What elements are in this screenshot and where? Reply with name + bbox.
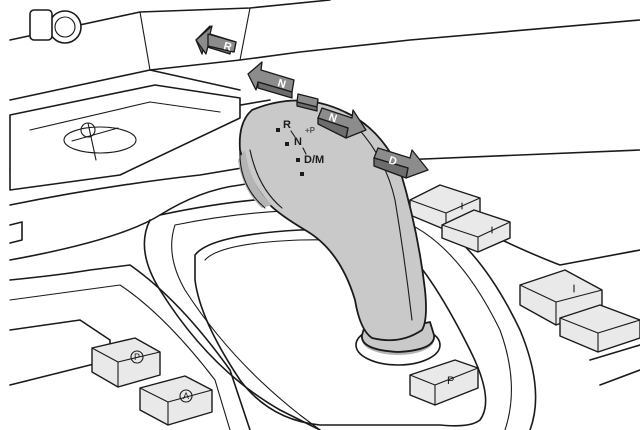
arrow-reverse: R bbox=[195, 25, 237, 55]
right-console-controls bbox=[399, 149, 640, 386]
left-console-controls: P A bbox=[9, 221, 251, 430]
arrow-reverse-label: R bbox=[222, 40, 233, 54]
rotary-knob[interactable] bbox=[48, 10, 82, 44]
gear-position-markings: R N +P D/M bbox=[276, 119, 324, 176]
park-button[interactable]: P bbox=[409, 359, 479, 406]
svg-text:P: P bbox=[134, 352, 140, 362]
gear-park-hint-label: +P bbox=[305, 126, 316, 135]
arrow-neutral-down-label: N bbox=[327, 111, 338, 125]
svg-text:A: A bbox=[183, 391, 189, 401]
arrow-center-marker bbox=[296, 93, 319, 112]
right-button-2[interactable] bbox=[441, 209, 511, 253]
arrow-drive: D bbox=[373, 147, 429, 179]
wireless-charging-pad bbox=[9, 84, 241, 191]
wireless-charging-icon bbox=[63, 122, 137, 161]
auto-hold-button[interactable]: A bbox=[139, 375, 213, 426]
arrow-neutral-up: N bbox=[247, 61, 295, 99]
shift-direction-arrows: R N N D bbox=[195, 25, 429, 179]
auto-hold-icon: A bbox=[179, 389, 193, 403]
arrow-drive-label: D bbox=[387, 154, 398, 168]
arrow-neutral-down: N bbox=[317, 107, 367, 139]
arrow-neutral-up-label: N bbox=[276, 77, 287, 91]
gear-neutral-label: N bbox=[294, 136, 302, 148]
park-button-label: P bbox=[447, 375, 454, 387]
parking-brake-icon: P bbox=[130, 350, 144, 364]
right-button-4[interactable] bbox=[559, 304, 640, 353]
gear-drive-label: D/M bbox=[304, 154, 324, 166]
gear-knob[interactable]: R N +P D/M bbox=[238, 99, 427, 342]
gear-reverse-label: R bbox=[283, 119, 291, 131]
parking-brake-button[interactable]: P bbox=[91, 337, 161, 388]
